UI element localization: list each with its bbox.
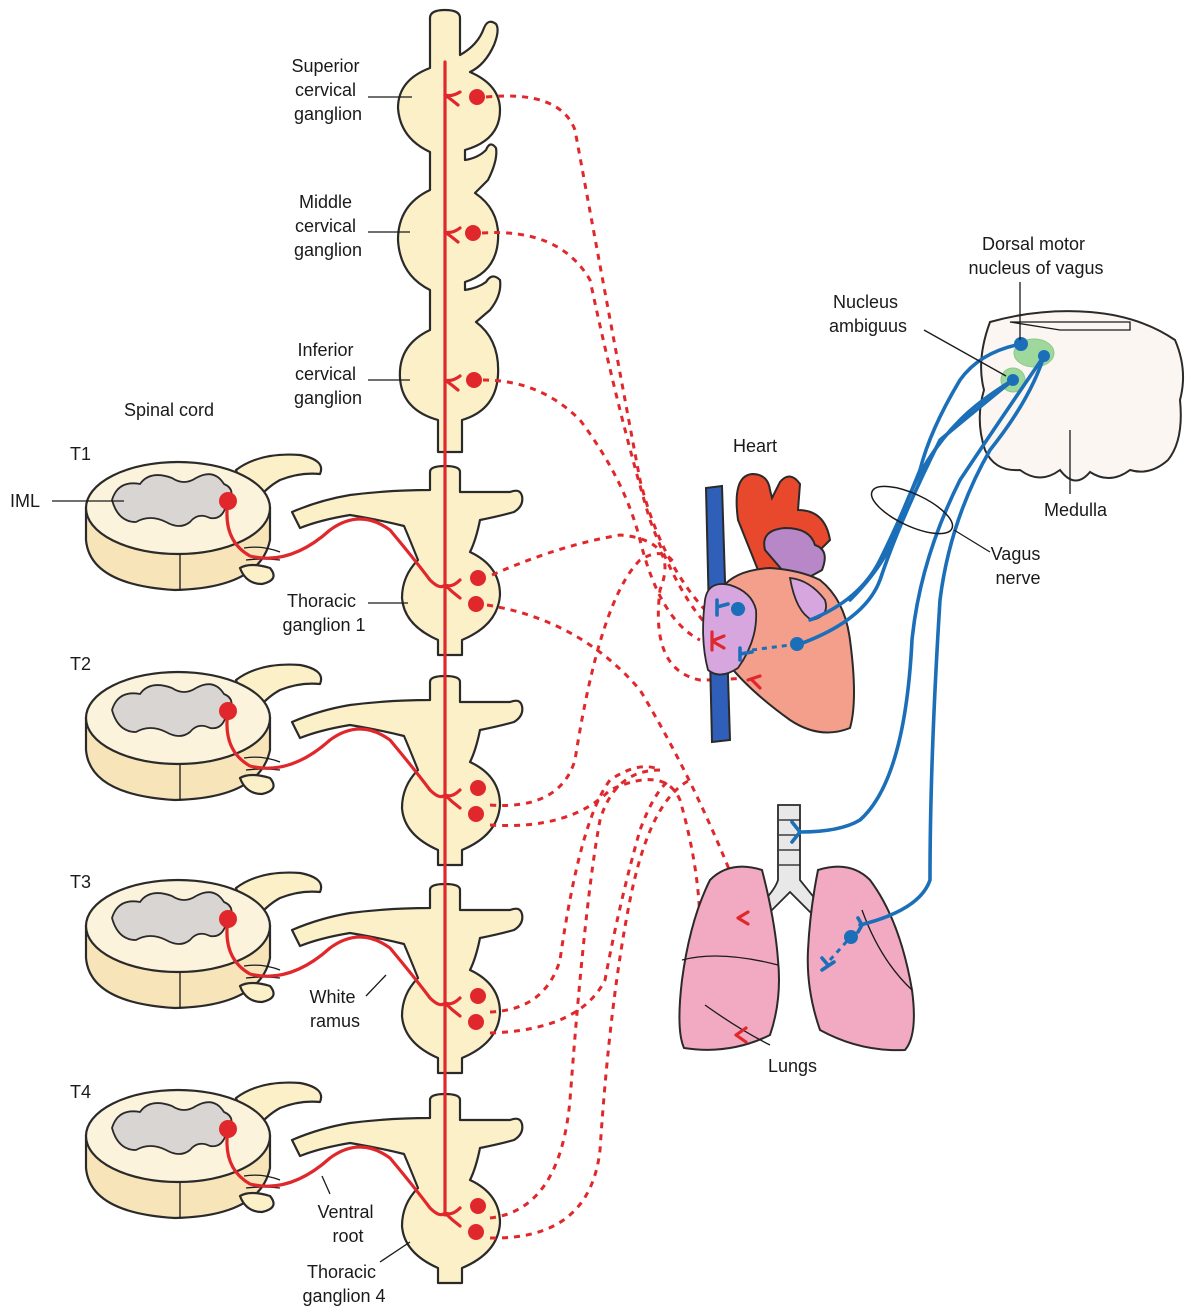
label-middle-cervical-ganglion: Middle cervical ganglion <box>294 192 362 260</box>
label-vagus-nerve: Vagus nerve <box>991 544 1046 588</box>
postganglionic-fibers <box>482 96 745 1238</box>
label-spinal-cord: Spinal cord <box>124 400 214 420</box>
label-thoracic-ganglion-1: Thoracic ganglion 1 <box>282 591 365 635</box>
thoracic-segments <box>86 455 522 1283</box>
medulla <box>980 311 1183 480</box>
label-superior-cervical-ganglion: Superior cervical ganglion <box>291 56 364 124</box>
lungs <box>679 805 913 1050</box>
segment-t3 <box>86 873 522 1073</box>
label-dorsal-motor-nucleus: Dorsal motor nucleus of vagus <box>968 234 1103 278</box>
segment-t2 <box>86 665 522 865</box>
segment-t4 <box>86 1083 522 1283</box>
label-medulla: Medulla <box>1044 500 1108 520</box>
label-t2: T2 <box>70 654 91 674</box>
label-t3: T3 <box>70 872 91 892</box>
label-nucleus-ambiguus: Nucleus ambiguus <box>829 292 907 336</box>
label-heart: Heart <box>733 436 777 456</box>
label-white-ramus: White ramus <box>309 987 360 1031</box>
label-t4: T4 <box>70 1082 91 1102</box>
label-t1: T1 <box>70 444 91 464</box>
label-iml: IML <box>10 491 40 511</box>
label-lungs: Lungs <box>768 1056 817 1076</box>
label-inferior-cervical-ganglion: Inferior cervical ganglion <box>294 340 362 408</box>
label-thoracic-ganglion-4: Thoracic ganglion 4 <box>302 1262 385 1306</box>
label-ventral-root: Ventral root <box>317 1202 378 1246</box>
